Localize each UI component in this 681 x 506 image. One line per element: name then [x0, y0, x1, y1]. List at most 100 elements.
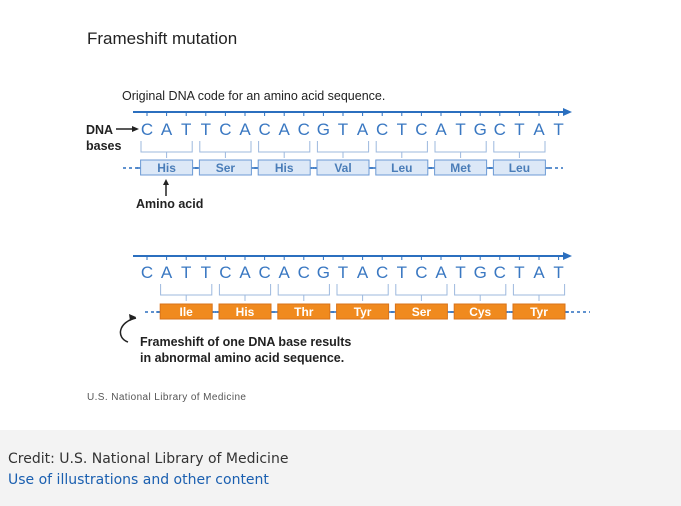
codon-bracket [493, 141, 546, 158]
original-amino-label: Ser [216, 161, 236, 175]
original-amino-box [257, 159, 311, 176]
original-amino-label: Leu [391, 161, 412, 175]
original-base-letter: T [553, 120, 563, 139]
original-amino-label: Val [334, 161, 351, 175]
frameshift-amino-box [336, 303, 390, 320]
codon-bracket [395, 284, 448, 301]
original-arrow-head [563, 108, 572, 116]
frameshift-amino-box [277, 303, 331, 320]
codon-bracket [199, 141, 252, 158]
codon-bracket [512, 284, 566, 301]
frameshift-amino-label: Ser [412, 305, 432, 319]
frameshift-amino-box [512, 303, 566, 320]
frameshift-base-letter: T [338, 263, 348, 282]
original-amino-label: His [275, 161, 294, 175]
codon-bracket [375, 141, 428, 158]
original-base-letter: C [141, 120, 153, 139]
frameshift-base-letter: A [533, 263, 545, 282]
original-amino-box [375, 159, 429, 176]
frameshift-base-letter: A [357, 263, 369, 282]
frameshift-base-letter: A [279, 263, 291, 282]
frameshift-base-letter: G [474, 263, 487, 282]
original-base-letter: G [317, 120, 330, 139]
original-amino-label: Met [450, 161, 471, 175]
original-base-letter: A [435, 120, 447, 139]
original-base-letter: T [338, 120, 348, 139]
frameshift-base-letter: T [514, 263, 524, 282]
original-base-letter: A [239, 120, 251, 139]
codon-bracket [434, 141, 487, 158]
original-base-letter: T [514, 120, 524, 139]
usage-link[interactable]: Use of illustrations and other content [8, 472, 269, 488]
credit-panel: Credit: U.S. National Library of Medicin… [0, 430, 681, 506]
original-amino-label: Leu [509, 161, 530, 175]
amino-acid-label: Amino acid [136, 197, 203, 211]
frameshift-caption-line1: Frameshift of one DNA base results [140, 335, 351, 349]
source-note: U.S. National Library of Medicine [87, 392, 246, 403]
frameshift-base-letter: T [181, 263, 191, 282]
frameshift-base-letter: C [298, 263, 310, 282]
frameshift-base-letter: C [494, 263, 506, 282]
codon-bracket [454, 284, 507, 301]
codon-bracket [140, 141, 193, 158]
original-base-letter: T [455, 120, 465, 139]
frameshift-amino-label: Tyr [530, 305, 548, 319]
frameshift-base-letter: T [455, 263, 465, 282]
original-base-letter: C [494, 120, 506, 139]
frameshift-amino-label: Tyr [354, 305, 372, 319]
frameshift-caption-line2: in abnormal amino acid sequence. [140, 351, 344, 365]
frameshift-amino-box [394, 303, 448, 320]
amino-pointer-head [163, 179, 169, 185]
original-amino-box [492, 159, 546, 176]
original-amino-box [434, 159, 488, 176]
credit-text: Credit: U.S. National Library of Medicin… [8, 451, 289, 467]
frameshift-base-letter: T [553, 263, 563, 282]
original-base-letter: A [357, 120, 369, 139]
frameshift-base-letter: C [376, 263, 388, 282]
original-base-letter: C [219, 120, 231, 139]
original-base-letter: A [279, 120, 291, 139]
frameshift-amino-label: Thr [294, 305, 314, 319]
frameshift-base-letter: A [435, 263, 447, 282]
codon-bracket [218, 284, 272, 301]
original-amino-box [198, 159, 252, 176]
original-base-letter: T [201, 120, 211, 139]
codon-bracket [160, 284, 213, 301]
frameshift-base-letter: T [397, 263, 407, 282]
frameshift-base-letter: C [415, 263, 427, 282]
dna-label: DNA [86, 123, 113, 137]
codon-bracket [258, 141, 311, 158]
frameshift-base-letter: C [258, 263, 270, 282]
codon-bracket [336, 284, 389, 301]
frameshift-base-letter: C [219, 263, 231, 282]
codon-bracket [316, 141, 370, 158]
frameshift-amino-label: Cys [469, 305, 491, 319]
frameshift-base-letter: A [161, 263, 173, 282]
frameshift-amino-box [218, 303, 272, 320]
original-amino-label: His [157, 161, 176, 175]
frameshift-amino-label: Ile [180, 305, 194, 319]
original-base-letter: C [258, 120, 270, 139]
original-base-letter: A [533, 120, 545, 139]
original-base-letter: T [181, 120, 191, 139]
codon-bracket [277, 284, 330, 301]
original-amino-box [140, 159, 194, 176]
frameshift-base-letter: T [201, 263, 211, 282]
original-caption: Original DNA code for an amino acid sequ… [122, 89, 385, 103]
original-base-letter: C [298, 120, 310, 139]
frameshift-curve-head [129, 314, 136, 321]
frameshift-base-letter: G [317, 263, 330, 282]
original-amino-box [316, 159, 370, 176]
original-base-letter: T [397, 120, 407, 139]
original-base-letter: C [376, 120, 388, 139]
frameshift-base-letter: C [141, 263, 153, 282]
frameshift-curve-arrow [119, 317, 137, 343]
frameshift-amino-box [159, 303, 213, 320]
original-base-letter: C [415, 120, 427, 139]
frameshift-arrow-head [563, 252, 572, 260]
bases-label: bases [86, 139, 121, 153]
original-base-letter: A [161, 120, 173, 139]
